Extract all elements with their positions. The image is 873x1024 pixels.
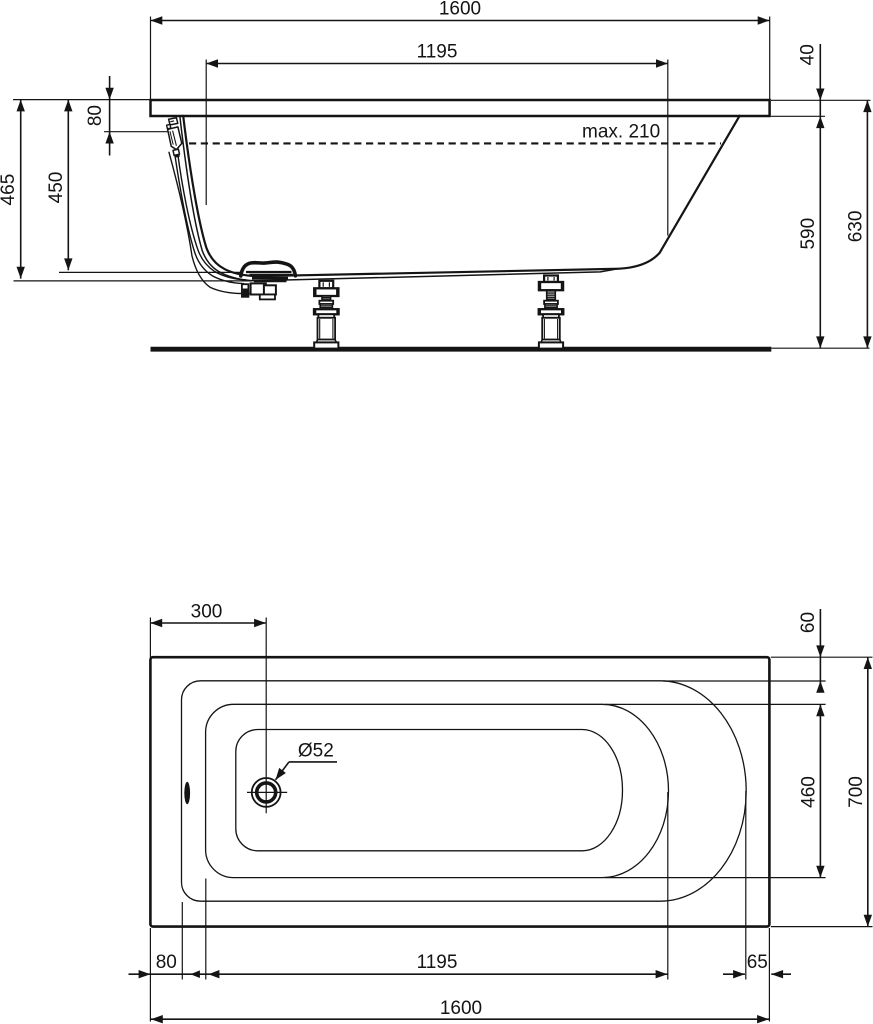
svg-text:630: 630 — [845, 211, 866, 243]
svg-text:460: 460 — [799, 776, 820, 808]
svg-text:1195: 1195 — [417, 42, 458, 63]
svg-text:1600: 1600 — [440, 998, 482, 1019]
svg-text:1195: 1195 — [417, 952, 458, 973]
svg-text:60: 60 — [798, 612, 819, 633]
svg-text:80: 80 — [85, 105, 106, 126]
svg-text:65: 65 — [747, 952, 768, 973]
svg-text:80: 80 — [156, 952, 177, 973]
svg-text:590: 590 — [798, 218, 819, 250]
svg-text:Ø52: Ø52 — [298, 740, 334, 761]
svg-text:465: 465 — [0, 174, 19, 206]
svg-text:450: 450 — [46, 172, 67, 204]
svg-text:40: 40 — [797, 44, 818, 65]
svg-text:1600: 1600 — [439, 0, 481, 20]
svg-text:max. 210: max. 210 — [582, 122, 660, 143]
svg-text:300: 300 — [191, 601, 223, 622]
svg-text:700: 700 — [846, 776, 867, 808]
